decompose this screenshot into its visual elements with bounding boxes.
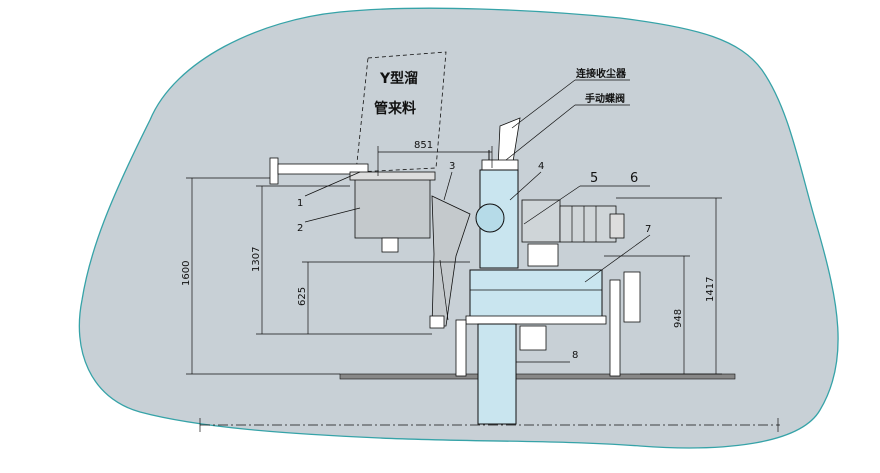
pipe-end-cap (429, 315, 445, 329)
floor-slab (339, 373, 736, 380)
motor-body (559, 205, 617, 243)
leg-right (609, 279, 621, 377)
leg-left (455, 319, 467, 377)
feed-note-line1: Y型溜 (379, 70, 418, 87)
part-number-1: 1 (297, 198, 303, 209)
part-number-7: 7 (645, 224, 651, 235)
screen-vessel (469, 269, 603, 321)
leader-1 (304, 171, 361, 197)
part-number-2: 2 (297, 223, 303, 234)
leader-3 (443, 171, 453, 201)
butterfly-valve (481, 159, 519, 171)
part-number-5: 5 (590, 171, 598, 186)
callout-dust-collector: 连接收尘器 (576, 67, 627, 80)
leader-dust (511, 79, 576, 129)
column-inspection-port (475, 203, 505, 233)
leader-valve (505, 104, 576, 161)
gearbox-support (527, 243, 559, 267)
hopper-outlet (381, 237, 399, 253)
dim-1417-label: 1417 (705, 277, 716, 302)
part-number-8: 8 (572, 350, 578, 361)
leader-4 (509, 171, 542, 201)
feed-pipe (277, 163, 369, 175)
dim-1307-label: 1307 (251, 247, 262, 272)
dim-625-label: 625 (297, 287, 308, 306)
y-chute-box (355, 51, 447, 173)
secondary-outlet (519, 325, 547, 351)
dim-1600-label: 1600 (181, 261, 192, 286)
side-bracket (623, 271, 641, 323)
feed-note-line2: 管来料 (374, 100, 416, 117)
screw-pipe-detail (439, 259, 449, 321)
gearbox (521, 199, 561, 243)
hopper-body (354, 177, 431, 239)
vessel-flange (465, 315, 607, 325)
part-number-4: 4 (538, 161, 544, 172)
inclined-screw-pipe (431, 195, 471, 327)
leader-5 (523, 185, 581, 225)
dim-948-label: 948 (673, 309, 684, 328)
outlet-pipe (477, 323, 517, 425)
part-number-6: 6 (630, 171, 638, 186)
feed-pipe-flange (269, 157, 279, 185)
hopper-rim (349, 171, 436, 181)
callout-butterfly-valve: 手动蝶阀 (585, 92, 625, 105)
leader-7 (584, 234, 651, 283)
part-number-3: 3 (449, 161, 455, 172)
leader-2 (304, 207, 361, 223)
dim-851-label: 851 (414, 140, 433, 151)
motor-end-cap (609, 213, 625, 239)
